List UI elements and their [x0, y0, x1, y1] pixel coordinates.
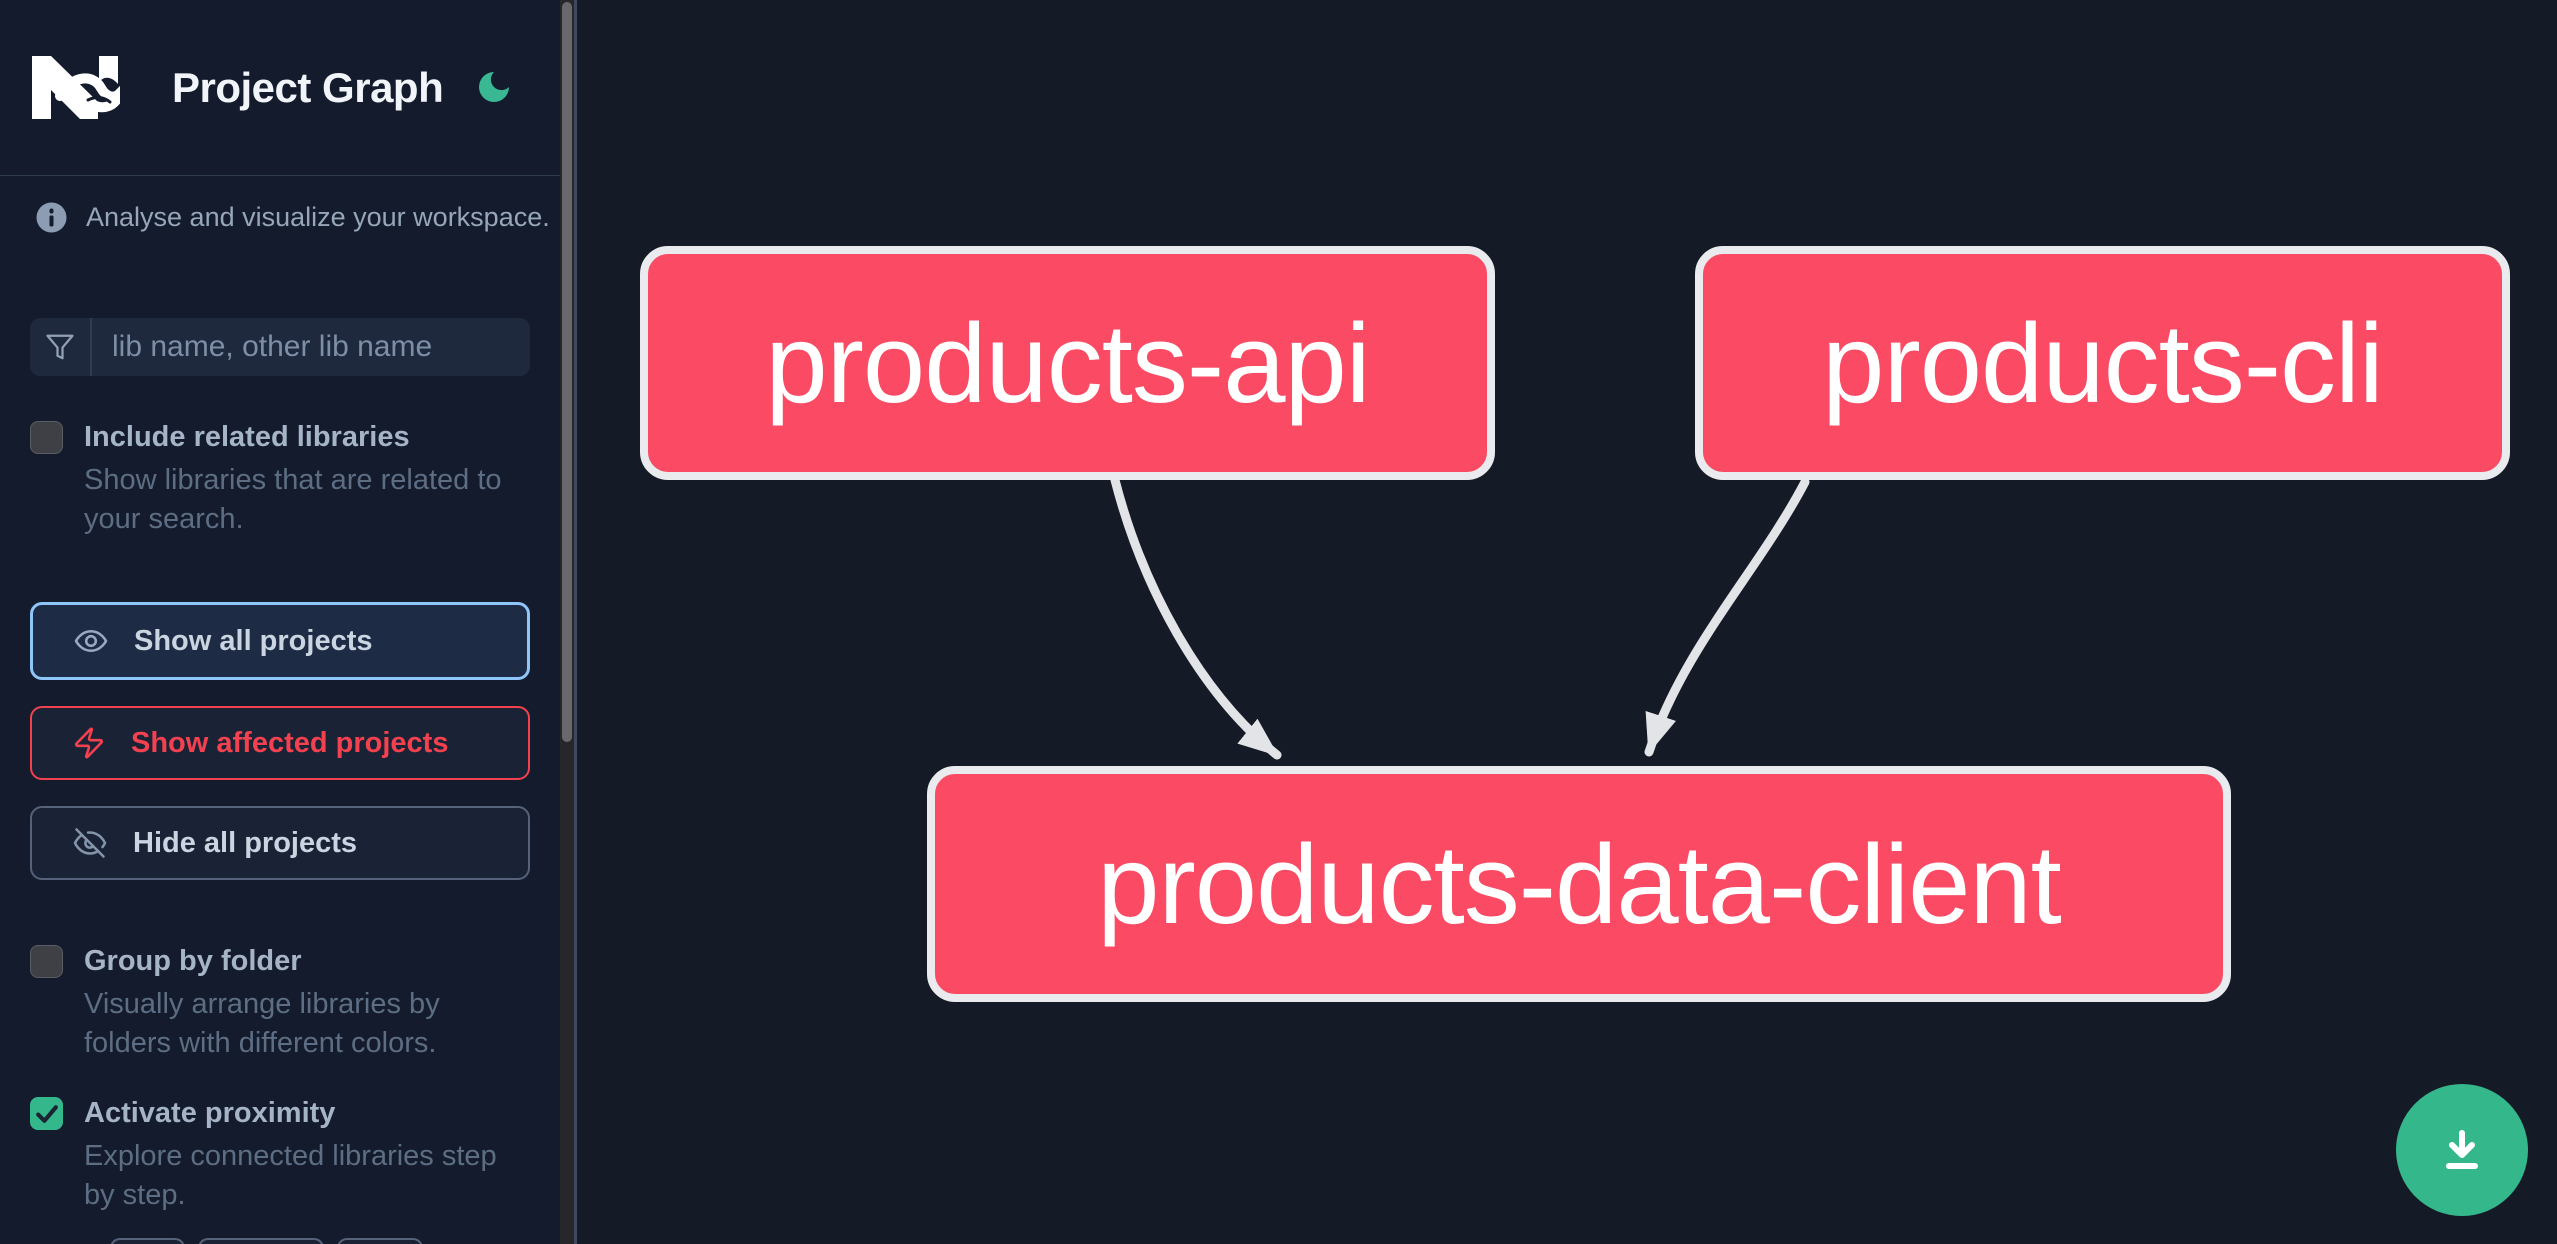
include-related-checkbox[interactable]: [30, 421, 63, 454]
edge-products-cli-to-products-data-client[interactable]: [1644, 477, 1810, 757]
filter-icon: [46, 334, 74, 360]
scrollbar-thumb[interactable]: [562, 2, 572, 742]
eye-icon: [74, 629, 108, 653]
graph-canvas[interactable]: products-api products-cli products-data-…: [577, 0, 2557, 1244]
hide-all-projects-button[interactable]: Hide all projects: [30, 806, 530, 880]
info-icon: [36, 202, 67, 233]
proximity-depth-stepper: [110, 1238, 423, 1244]
zap-icon: [74, 727, 104, 759]
search-box: [30, 318, 530, 376]
moon-icon: [479, 71, 509, 102]
activate-proximity-option[interactable]: Activate proximity Explore connected lib…: [30, 1096, 510, 1215]
show-affected-projects-button[interactable]: Show affected projects: [30, 706, 530, 780]
show-all-projects-label: Show all projects: [134, 624, 373, 657]
node-label: products-cli: [1822, 300, 2384, 426]
edge-layer: [1110, 475, 1810, 760]
nx-logo-icon: [32, 56, 120, 119]
workspace-tagline: Analyse and visualize your workspace.: [36, 202, 550, 233]
check-icon: [36, 1105, 58, 1123]
search-input[interactable]: [92, 318, 530, 376]
download-image-button[interactable]: [2396, 1084, 2528, 1216]
filter-icon-cell: [30, 318, 92, 376]
activate-proximity-checkbox[interactable]: [30, 1097, 63, 1130]
activate-proximity-description: Explore connected libraries step by step…: [84, 1140, 497, 1211]
stepper-increment-button[interactable]: [337, 1238, 423, 1244]
show-all-projects-button[interactable]: Show all projects: [30, 602, 530, 680]
node-label: products-data-client: [1097, 821, 2062, 947]
node-label: products-api: [765, 300, 1370, 426]
stepper-value: [198, 1238, 324, 1244]
edge-products-api-to-products-data-client[interactable]: [1110, 475, 1282, 760]
eye-off-icon: [73, 828, 107, 858]
group-by-folder-option[interactable]: Group by folder Visually arrange librari…: [30, 944, 510, 1063]
group-by-folder-label: Group by folder: [84, 945, 302, 977]
theme-toggle-button[interactable]: [468, 62, 520, 114]
graph-node-products-api[interactable]: products-api: [640, 246, 1495, 480]
download-icon: [2446, 1130, 2478, 1169]
graph-node-products-cli[interactable]: products-cli: [1695, 246, 2510, 480]
group-by-folder-description: Visually arrange libraries by folders wi…: [84, 988, 440, 1059]
include-related-option[interactable]: Include related libraries Show libraries…: [30, 420, 510, 539]
sidebar-scrollbar[interactable]: [560, 0, 574, 1244]
group-by-folder-checkbox[interactable]: [30, 945, 63, 978]
sidebar: Project Graph Analyse and visualize your…: [0, 0, 560, 1244]
graph-node-products-data-client[interactable]: products-data-client: [927, 766, 2231, 1002]
activate-proximity-label: Activate proximity: [84, 1097, 336, 1129]
sidebar-divider: [574, 0, 577, 1244]
include-related-label: Include related libraries: [84, 421, 410, 453]
hide-all-projects-label: Hide all projects: [133, 826, 358, 859]
show-affected-projects-label: Show affected projects: [131, 726, 449, 759]
include-related-description: Show libraries that are related to your …: [84, 464, 502, 535]
stepper-decrement-button[interactable]: [110, 1238, 185, 1244]
tagline-text: Analyse and visualize your workspace.: [86, 202, 550, 232]
page-title: Project Graph: [172, 64, 444, 111]
sidebar-header: Project Graph: [0, 0, 560, 176]
